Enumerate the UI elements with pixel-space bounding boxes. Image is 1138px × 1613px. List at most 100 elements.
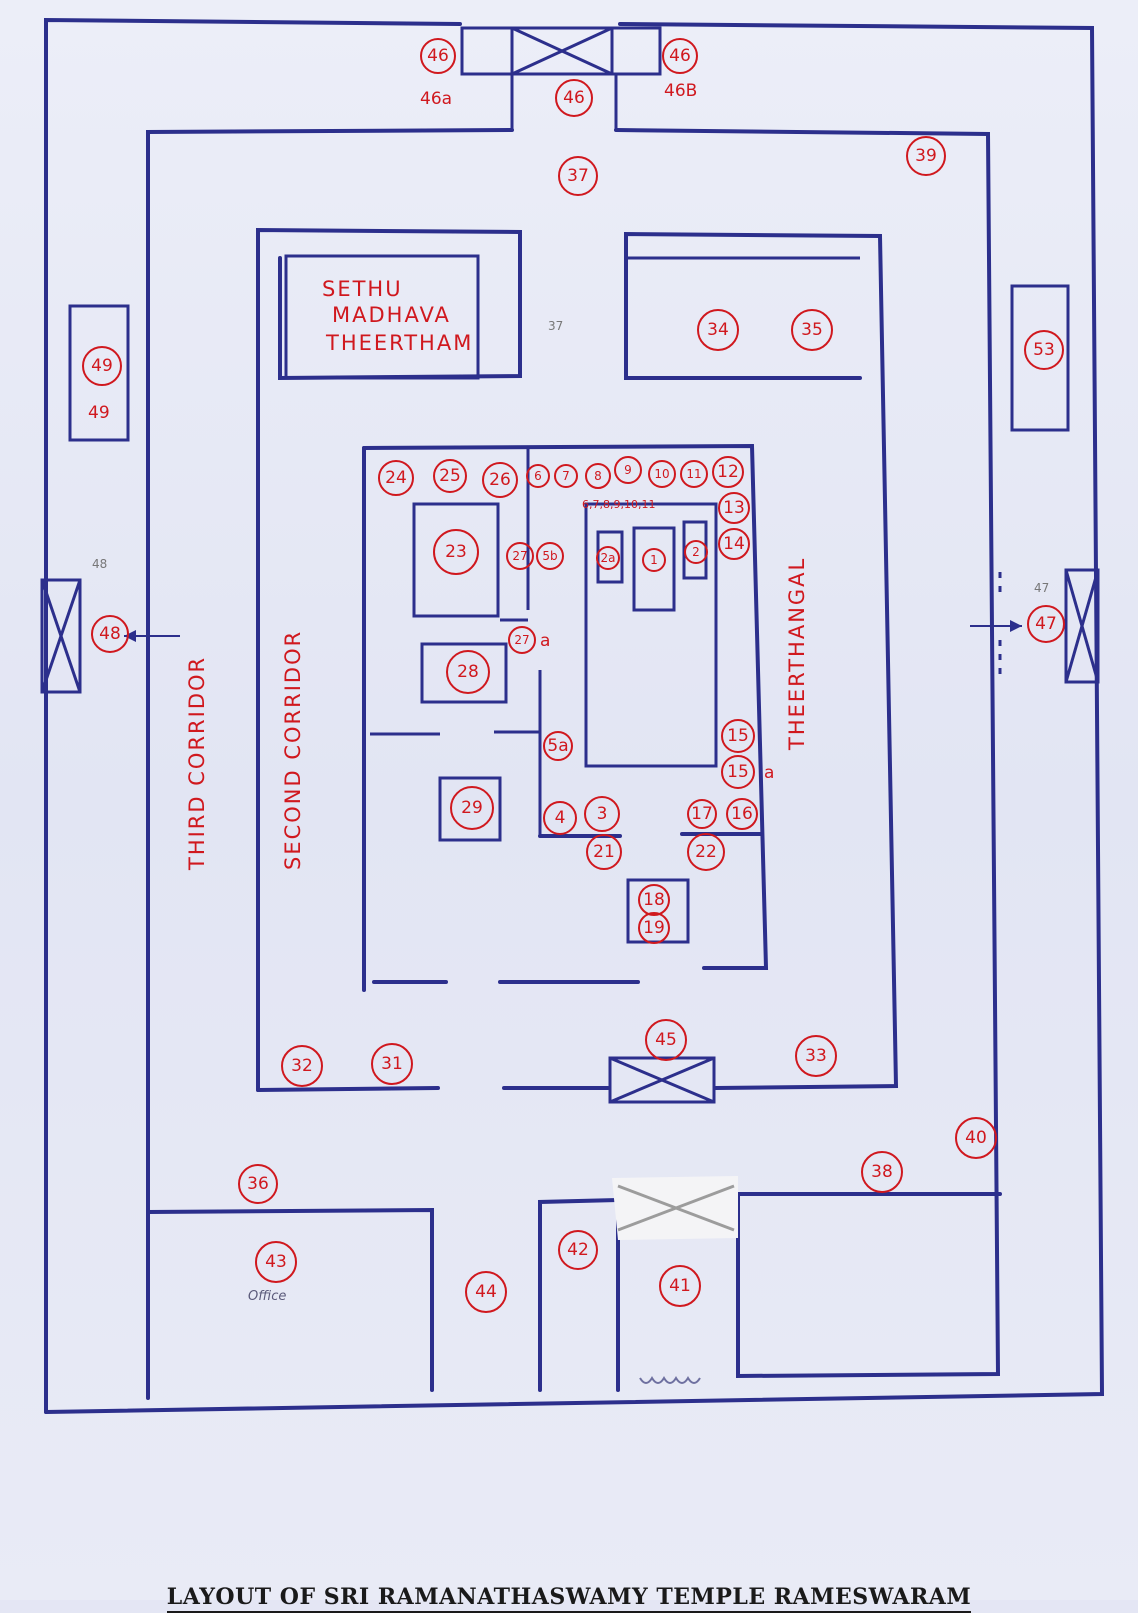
marker-circle [378,460,414,496]
marker-26: 26 [482,462,518,498]
marker-27a: 27 [508,626,536,654]
marker-11: 11 [680,460,708,488]
label-27a-suffix: a [540,631,550,651]
marker-number: 5b [542,549,557,563]
marker-circle [642,548,666,572]
label-46a: 46a [420,89,452,109]
marker-40: 40 [955,1117,997,1159]
marker-27: 27 [506,542,534,570]
outer-wall [44,17,1105,1414]
shrine-28 [420,642,508,704]
marker-number: 34 [707,320,729,340]
marker-number: 46 [427,46,449,66]
marker-46: 46 [555,79,593,117]
marker-2a: 2a [596,546,620,570]
marker-circle [659,1265,701,1307]
pencil-48: 48 [92,557,107,571]
marker-number: 13 [723,498,745,518]
marker-circle [684,540,708,564]
marker-8: 8 [585,463,611,489]
marker-number: 36 [247,1174,269,1194]
marker-circle [446,650,490,694]
marker-number: 7 [562,469,570,483]
marker-circle [238,1164,278,1204]
marker-number: 47 [1035,614,1057,634]
marker-circle [687,833,725,871]
marker-circle [433,529,479,575]
marker-number: 9 [624,463,632,477]
sethu-label-1: SETHU [322,277,403,301]
marker-48: 48 [91,615,129,653]
marker-number: 24 [385,468,407,488]
marker-18: 18 [638,884,670,916]
shrine-23 [412,502,500,618]
marker-circle [680,460,708,488]
marker-28: 28 [446,650,490,694]
marker-29: 29 [450,786,494,830]
marker-35: 35 [791,309,833,351]
marker-5b: 5b [536,542,564,570]
marker-circle [687,799,717,829]
marker-circle [450,786,494,830]
marker-circle [638,912,670,944]
marker-circle [526,464,550,488]
marker-circle [1027,605,1065,643]
marker-32: 32 [281,1045,323,1087]
shrine-29 [438,776,502,842]
marker-15: 15 [721,719,755,753]
marker-31: 31 [371,1043,413,1085]
marker-number: 4 [555,808,566,828]
marker-2: 2 [684,540,708,564]
marker-number: 42 [567,1240,589,1260]
marker-12: 12 [712,456,744,488]
third-corridor-inner-wall [146,128,1002,1400]
marker-number: 29 [461,798,483,818]
marker-33: 33 [795,1035,837,1077]
marker-number: 39 [915,146,937,166]
tank-53 [1010,284,1070,432]
marker-circle [555,79,593,117]
marker-circle [955,1117,997,1159]
marker-circle [718,492,750,524]
marker-6: 6 [526,464,550,488]
marker-circle [718,528,750,560]
marker-circle [536,542,564,570]
marker-number: 3 [597,804,608,824]
diagram-caption: LAYOUT OF SRI RAMANATHASWAMY TEMPLE RAME… [0,1584,1138,1613]
marker-number: 21 [593,842,615,862]
marker-circle [648,460,676,488]
marker-circle [554,464,578,488]
marker-49: 49 [82,346,122,386]
theerthangal-label: THEERTHANGAL [785,557,809,751]
marker-number: 45 [655,1030,677,1050]
marker-41: 41 [659,1265,701,1307]
marker-circle [795,1035,837,1077]
red-labels: SETHU MADHAVA THEERTHAM 46a 46B 49 6,7,8… [88,81,809,1304]
marker-number: 46 [669,46,691,66]
sethu-label-3: THEERTHAM [325,331,473,355]
label-office: Office [248,1289,286,1304]
marker-number: 32 [291,1056,313,1076]
marker-circle [662,38,698,74]
marker-46-left: 46 [420,38,456,74]
marker-36: 36 [238,1164,278,1204]
marker-34: 34 [697,309,739,351]
marker-circle [614,456,642,484]
marker-number: 1 [650,553,658,567]
marker-circle [82,346,122,386]
marker-circle [791,309,833,351]
marker-number: 49 [91,356,113,376]
label-6-11: 6,7,8,9,10,11 [582,498,655,511]
caption-text: LAYOUT OF SRI RAMANATHASWAMY TEMPLE RAME… [166,1584,972,1613]
marker-circle [861,1151,903,1193]
marker-number: 2 [692,545,700,559]
marker-number: 6 [534,469,542,483]
marker-43: 43 [255,1241,297,1283]
marker-circle [638,884,670,916]
marker-number: 11 [686,467,701,481]
marker-4: 4 [543,801,577,835]
marker-number: 43 [265,1252,287,1272]
marker-number: 25 [439,466,461,486]
